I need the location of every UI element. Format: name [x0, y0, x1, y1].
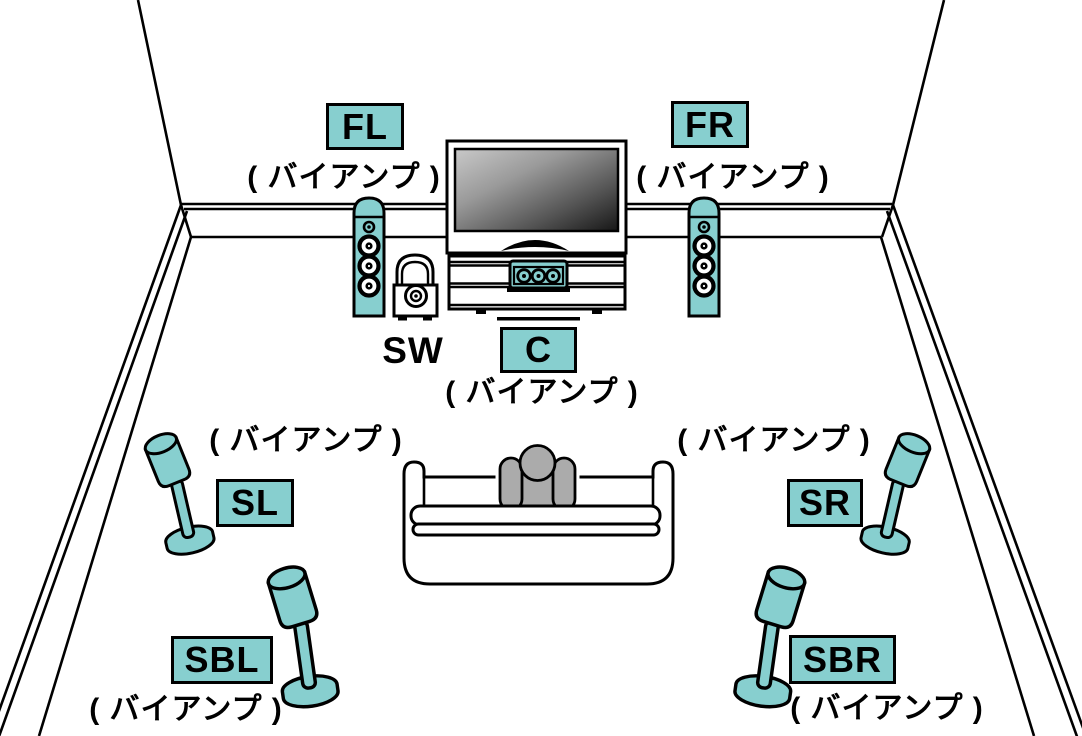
label-fr: FR: [671, 101, 749, 148]
front-left-speaker: [354, 198, 384, 316]
label-sbr: SBR: [789, 635, 896, 684]
note-sbr-biamp: ( バイアンプ ): [790, 692, 984, 725]
label-sbl: SBL: [171, 636, 273, 684]
note-sl-biamp: ( バイアンプ ): [209, 424, 403, 457]
subwoofer: [392, 253, 439, 321]
sofa-cushion: [409, 504, 662, 537]
tv: [445, 139, 628, 255]
tv-screen: [453, 147, 620, 233]
note-sr-biamp: ( バイアンプ ): [677, 424, 871, 457]
note-c-biamp: ( バイアンプ ): [445, 376, 639, 409]
surround-back-left-speaker: [263, 558, 342, 712]
label-sr: SR: [787, 479, 863, 527]
label-sl: SL: [216, 479, 294, 527]
front-right-speaker: [689, 198, 719, 316]
label-fl: FL: [326, 103, 404, 150]
surround-left-speaker: [139, 424, 218, 560]
center-speaker: [507, 259, 570, 292]
note-sbl-biamp: ( バイアンプ ): [89, 693, 283, 726]
label-c: C: [500, 327, 577, 373]
note-fl-biamp: ( バイアンプ ): [247, 161, 441, 194]
label-sw: SW: [382, 329, 444, 371]
listener: [495, 441, 580, 517]
note-fr-biamp: ( バイアンプ ): [636, 161, 830, 194]
